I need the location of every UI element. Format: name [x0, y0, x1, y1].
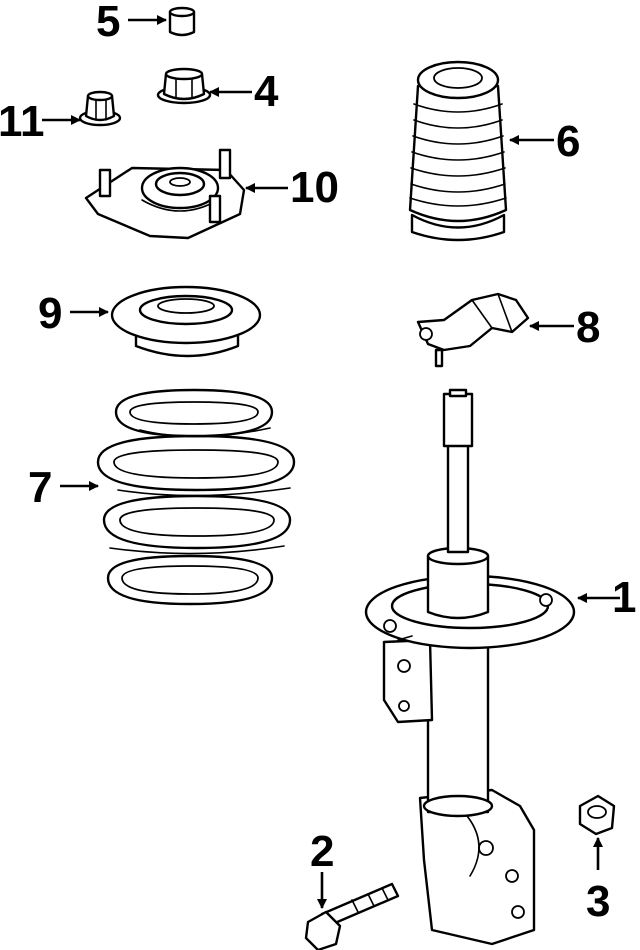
leader-lines	[42, 15, 620, 909]
callout-2: 2	[310, 827, 334, 876]
part-4-nut	[156, 67, 212, 105]
part-9-spring-insulator	[110, 285, 262, 358]
part-6-dust-boot	[408, 60, 508, 242]
callout-9: 9	[38, 289, 62, 338]
callout-5: 5	[96, 0, 120, 46]
part-1-strut	[364, 388, 576, 946]
part-5-cap	[168, 6, 196, 37]
part-2-bolt	[304, 882, 400, 950]
part-11-nut	[78, 90, 122, 127]
part-3-nut	[578, 794, 616, 836]
callout-10: 10	[290, 163, 339, 212]
callout-11: 11	[0, 97, 45, 146]
part-10-strut-mount	[84, 148, 246, 240]
callout-6: 6	[556, 117, 580, 166]
callout-4: 4	[254, 67, 279, 116]
callout-3: 3	[586, 877, 610, 926]
part-8-bracket	[416, 292, 530, 368]
part-7-coil-spring	[96, 388, 296, 606]
callout-7: 7	[28, 463, 52, 512]
callout-1: 1	[612, 573, 636, 622]
callout-8: 8	[576, 303, 600, 352]
